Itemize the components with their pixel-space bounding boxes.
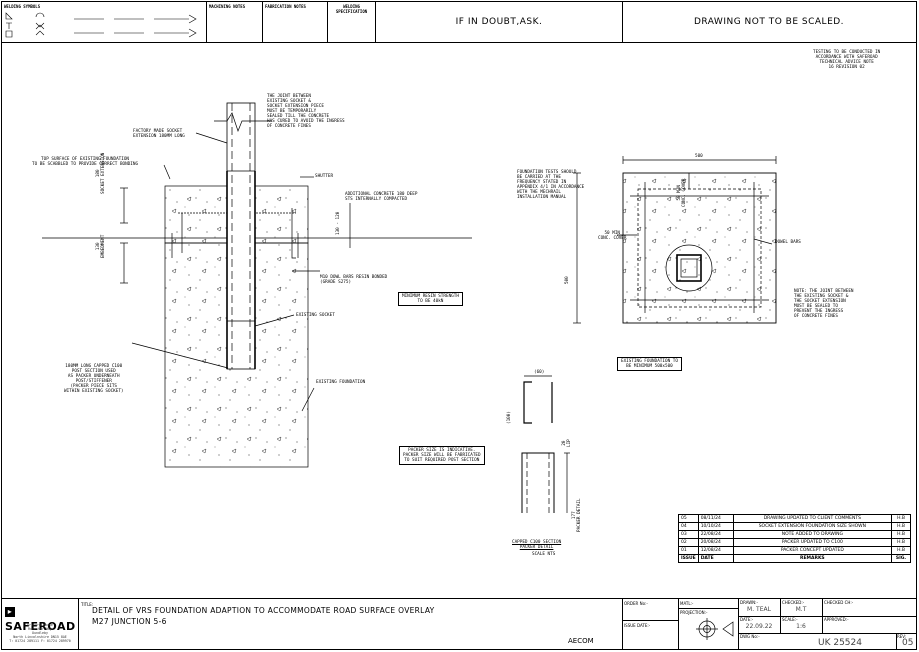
additional-concrete-note: ADDITIONAL CONCRETE 180 DEEP STS INTERNA… <box>345 192 418 202</box>
welding-spec-cell: WELDING SPECIFICATION <box>328 2 376 42</box>
testing-note: TESTING TO BE CONDUCTED IN ACCORDANCE WI… <box>813 50 881 70</box>
checked2-label: CHECKED CH:- <box>824 600 854 605</box>
projection-cell: MATL:- PROJECTION:- <box>678 599 739 650</box>
min-resin-note: MINIMUM RESIN STRENGTH TO BE 40kN <box>398 292 463 306</box>
dim-177: 177 PACKER DETAIL <box>572 498 582 532</box>
approved-label: APPROVED:- <box>824 617 849 622</box>
checked-label: CHECKED:- <box>782 600 805 605</box>
cover-top-dim: 50 MIN CONC. COVER <box>677 178 687 207</box>
date-value: 22.09.22 <box>745 623 773 630</box>
checked-value: M.T <box>795 606 807 613</box>
packer-size-note: PACKER SIZE IS INDICATIVE. PACKER SIZE W… <box>399 446 485 465</box>
drawn-cell: DRAWN:- M. TEAL CHECKED:- M.T CHECKED CH… <box>738 599 916 650</box>
machining-notes-cell: MACHINING NOTES <box>207 2 263 42</box>
factory-socket-note: FACTORY MADE SOCKET EXTENSION 180MM LONG <box>133 129 185 139</box>
order-no-label: ORDER No:- <box>624 601 648 606</box>
dim-500-top: 500 <box>695 154 703 159</box>
drawn-value: M. TEAL <box>747 606 771 613</box>
existing-found-min-note: EXISTING FOUNDATION TO BE MINIMUM 500x50… <box>617 357 682 371</box>
welding-spec-title: WELDING SPECIFICATION <box>335 4 368 14</box>
logo-mark-icon: ▸ <box>5 607 15 617</box>
third-angle-projection-icon <box>696 618 734 640</box>
welding-symbols-title: WELDING SYMBOLS <box>4 4 41 9</box>
foundation-tests-note: FOUNDATION TESTS SHOULD BE CARRIED AT TH… <box>517 170 585 200</box>
rev-value: 05 <box>902 638 914 648</box>
date-label: DATE:- <box>740 617 754 622</box>
title-line1: DETAIL OF VRS FOUNDATION ADAPTION TO ACC… <box>92 606 435 615</box>
fabrication-notes-title: FABRICATION NOTES <box>265 4 306 9</box>
joint-right-note: NOTE: THE JOINT BETWEEN THE EXISTING SOC… <box>794 289 854 319</box>
dim-60: (60) <box>534 370 545 375</box>
socket-extension-dim: 180 SOCKET EXTENSION <box>96 152 106 194</box>
title-block: ▸ SAFEROAD Orchard House Rocester Way Ou… <box>2 598 916 650</box>
client-name: AECOM <box>568 637 594 645</box>
fabrication-notes-cell: FABRICATION NOTES <box>263 2 328 42</box>
welding-symbols-cell: WELDING SYMBOLS <box>2 2 207 42</box>
packer-scale: SCALE NTS <box>532 552 556 557</box>
existing-socket-note: EXISTING SOCKET <box>296 313 335 318</box>
order-cell: ORDER No:- ISSUE DATE:- <box>622 599 679 650</box>
title-line2: M27 JUNCTION 5-6 <box>92 617 167 626</box>
not-to-scale-text: DRAWING NOT TO BE SCALED. <box>693 17 845 27</box>
projection-label: PROJECTION:- <box>680 610 708 615</box>
company-address: Orchard House Rocester Way Oundleby Nort… <box>9 623 71 643</box>
material-label: MATL:- <box>680 601 694 606</box>
dowel-bars-plan-note: DOWEL BARS <box>775 240 801 245</box>
cover-left-dim: 50 MIN CONC. COVER <box>598 231 627 241</box>
if-in-doubt-text: IF IN DOUBT,ASK. <box>376 2 623 42</box>
dim-100: (100) <box>507 411 512 424</box>
technical-drawing <box>42 102 777 513</box>
drawn-label: DRAWN:- <box>740 600 758 605</box>
dwg-no-label: DWG No:- <box>740 634 760 639</box>
existing-foundation-note: EXISTING FOUNDATION <box>316 380 366 385</box>
company-logo: ▸ SAFEROAD <box>5 607 78 633</box>
dim-130-120: 130 - 120 <box>336 211 341 235</box>
scale-value: 1:6 <box>796 623 806 630</box>
capped-post-note: 180MM LONG CAPPED C100 POST SECTION USED… <box>64 364 124 394</box>
company-name: SAFEROAD <box>5 620 76 633</box>
title-label: TITLE: <box>81 602 94 607</box>
shutter-note: SHUTTER <box>315 174 334 179</box>
rev-label: REV: <box>897 634 907 639</box>
dwg-no-value: UK 25524 <box>818 638 862 648</box>
dowel-bars-note: M10 DOWL BARS RESIN BONDED (GRADE S275) <box>320 275 388 285</box>
joint-note: THE JOINT BETWEEN EXISTING SOCKET & SOCK… <box>267 94 345 129</box>
machining-notes-title: MACHINING NOTES <box>209 4 246 9</box>
dim-20: 20 LIP <box>562 439 572 447</box>
title-cell: TITLE: DETAIL OF VRS FOUNDATION ADAPTION… <box>78 599 623 650</box>
embedment-dim: 130 EMBEDMENT <box>96 234 106 258</box>
welding-symbols-icon <box>5 12 197 38</box>
top-surface-note: TOP SURFACE OF EXISTING FOUNDATION TO BE… <box>32 157 139 167</box>
header-strip: WELDING SYMBOLS MACHINING NOTES FABRICAT… <box>2 2 916 43</box>
company-cell: ▸ SAFEROAD Orchard House Rocester Way Ou… <box>2 599 79 650</box>
scale-label: SCALE:- <box>782 617 798 622</box>
packer-title: CAPPED C100 SECTION PACKER DETAIL <box>512 540 562 550</box>
issue-date-label: ISSUE DATE:- <box>624 623 651 628</box>
dim-500-side: 500 <box>565 276 570 284</box>
